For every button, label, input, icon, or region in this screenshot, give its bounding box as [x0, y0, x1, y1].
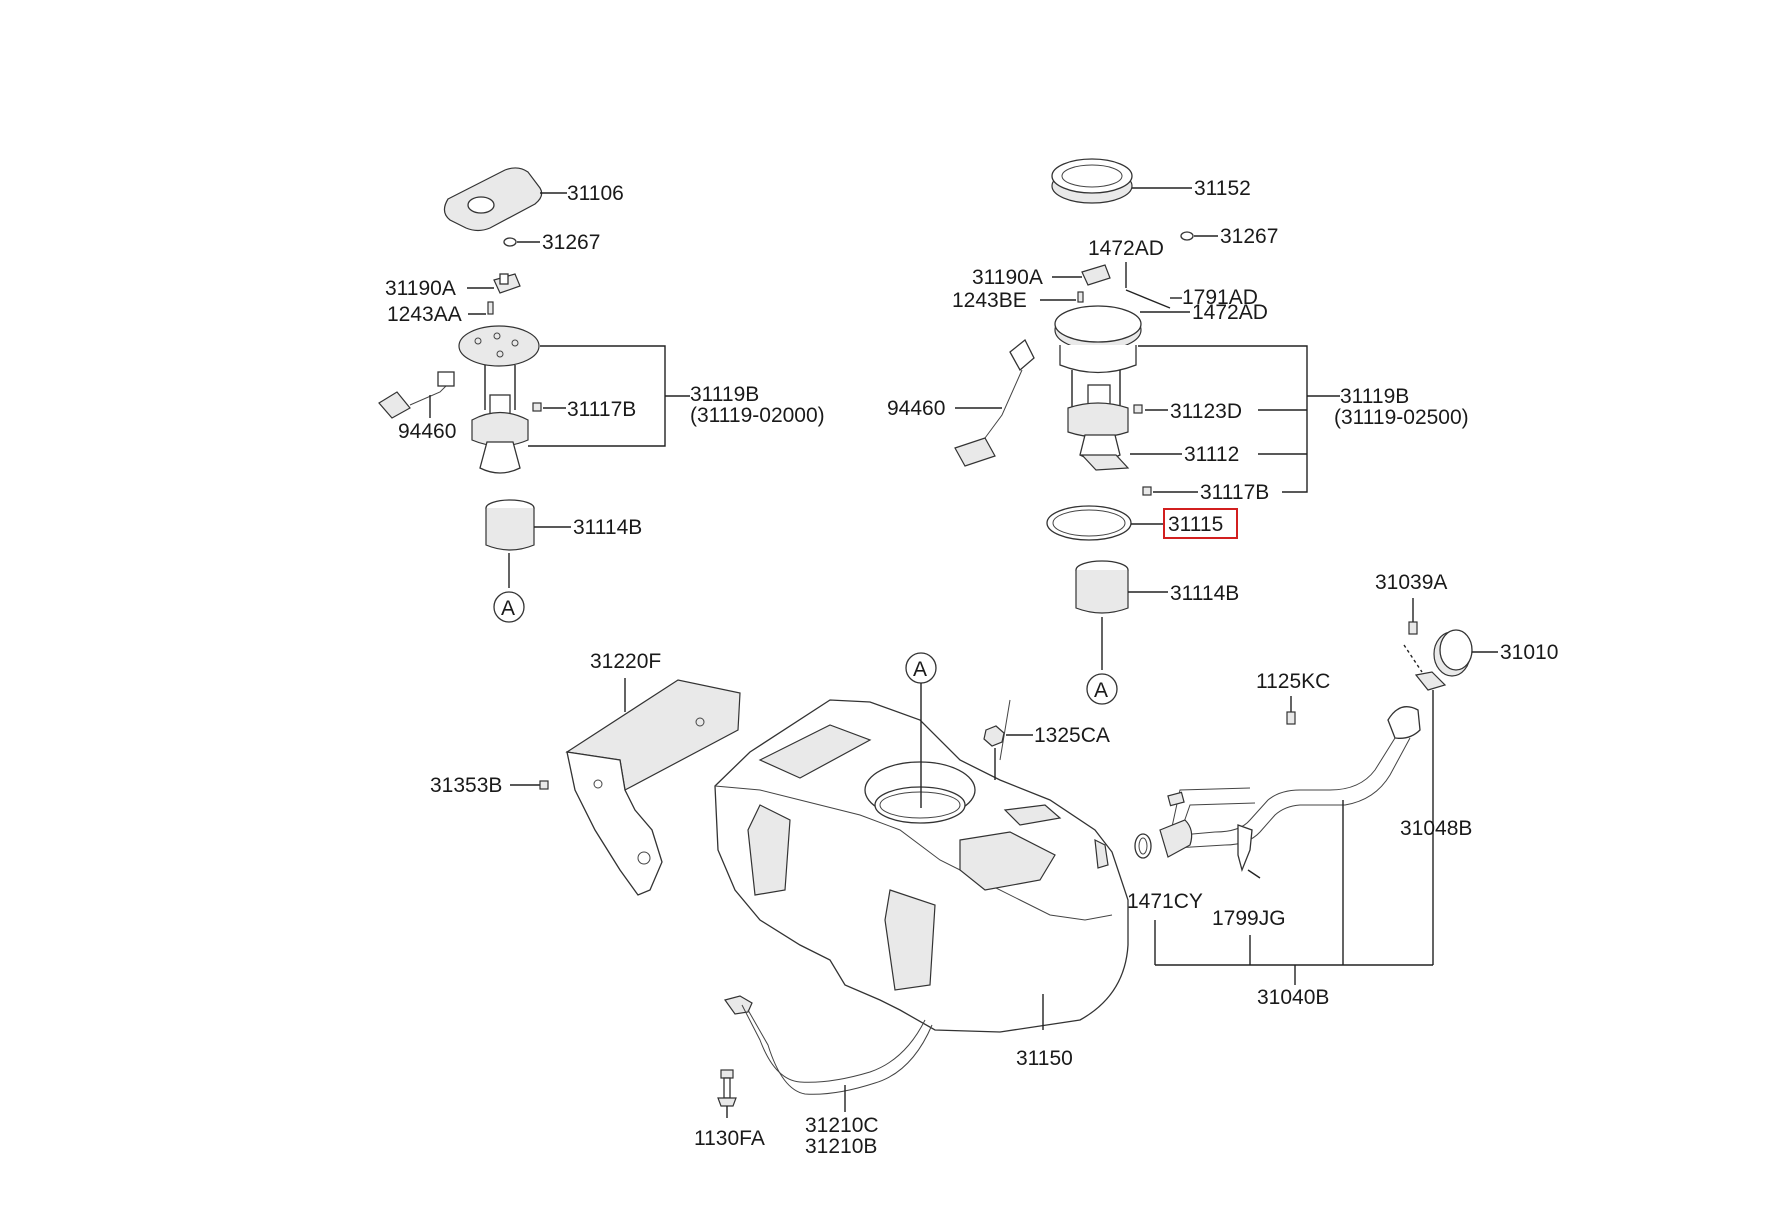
label-31119b-left-sub: (31119-02000)	[690, 404, 825, 427]
hose-clamp-icon	[1134, 819, 1193, 859]
label-94460-left: 94460	[398, 420, 456, 443]
label-31115: 31115	[1168, 513, 1223, 536]
filler-group: 31039A 31010 1125KC 31048B	[1127, 571, 1558, 1009]
reference-marker-a	[493, 591, 525, 623]
label-31112: 31112	[1184, 443, 1239, 466]
fuel-pump-assembly-icon	[378, 325, 540, 474]
label-31114b-left: 31114B	[573, 516, 642, 539]
vent-tube-icon	[1125, 289, 1182, 309]
label-a-tank: A	[913, 658, 927, 681]
label-a-right: A	[1094, 679, 1108, 702]
label-31210b: 31210B	[805, 1135, 877, 1158]
label-1799jg: 1799JG	[1212, 907, 1286, 930]
right-pump-group: 31152 31267 1472AD 31190A 1791AD 1243BE …	[887, 158, 1469, 705]
clip-icon	[1133, 404, 1168, 414]
label-31117b-left: 31117B	[567, 398, 636, 421]
fuel-pump-assembly-icon	[1054, 305, 1142, 471]
clip-icon	[532, 402, 566, 412]
gasket-ring-icon	[1046, 505, 1164, 541]
screw-icon	[1040, 291, 1084, 303]
label-1243aa: 1243AA	[387, 303, 462, 326]
left-pump-group: 31106 31267 31190A 1243AA	[378, 167, 825, 623]
label-1472ad-bottom: 1472AD	[1192, 301, 1268, 324]
label-31119b-left: 31119B	[690, 383, 759, 406]
pump-sleeve-icon	[485, 499, 571, 588]
label-31267-right: 31267	[1220, 225, 1278, 248]
reference-marker-a	[1086, 673, 1118, 705]
screw-icon	[1408, 621, 1418, 635]
bolt-icon	[717, 1069, 737, 1118]
label-1472ad-top: 1472AD	[1088, 237, 1164, 260]
label-31210c: 31210C	[805, 1114, 879, 1137]
bracket-line	[528, 345, 666, 447]
label-a-left: A	[501, 597, 515, 620]
fuel-cap-icon	[1433, 629, 1498, 677]
screw-icon	[1286, 711, 1296, 725]
label-31119b-right: 31119B	[1340, 385, 1409, 408]
label-31267-left: 31267	[542, 231, 600, 254]
strap-clip-icon	[1237, 824, 1261, 879]
o-ring-icon	[1180, 231, 1218, 241]
screw-icon	[468, 301, 494, 315]
label-1125kc: 1125KC	[1256, 670, 1330, 693]
label-31220f: 31220F	[590, 650, 661, 673]
label-31190a-left: 31190A	[385, 277, 456, 300]
clip-icon	[1142, 486, 1198, 496]
label-31152: 31152	[1194, 177, 1251, 200]
label-31123d: 31123D	[1170, 400, 1242, 423]
filler-neck-icon	[1167, 671, 1447, 849]
access-cover-icon	[443, 167, 567, 232]
label-31117b-right: 31117B	[1200, 481, 1269, 504]
label-1325ca: 1325CA	[1034, 724, 1110, 747]
label-1243be: 1243BE	[952, 289, 1027, 312]
label-1791ad: 1791AD	[1182, 286, 1258, 309]
connector-icon	[467, 273, 521, 294]
fuel-sender-icon	[954, 338, 1035, 467]
label-1471cy: 1471CY	[1127, 890, 1203, 913]
label-31150: 31150	[1016, 1047, 1073, 1070]
label-31190a-right: 31190A	[972, 266, 1043, 289]
o-ring-icon	[503, 237, 540, 247]
label-31353b: 31353B	[430, 774, 502, 797]
label-31039a: 31039A	[1375, 571, 1447, 594]
label-31114b-right: 31114B	[1170, 582, 1239, 605]
pump-sleeve-icon	[1075, 560, 1168, 670]
label-31010: 31010	[1500, 641, 1558, 664]
heat-shield-group: 31220F 31353B	[430, 650, 741, 896]
label-31040b: 31040B	[1257, 986, 1329, 1009]
tank-strap-icon	[724, 995, 933, 1112]
fuel-tank-icon	[714, 699, 1129, 1033]
screw-icon	[539, 780, 549, 790]
label-31119b-right-sub: (31119-02500)	[1334, 406, 1469, 429]
label-31048b: 31048B	[1400, 817, 1472, 840]
label-1130fa: 1130FA	[694, 1127, 765, 1150]
lock-ring-icon	[1051, 158, 1192, 204]
connector-icon	[1052, 264, 1111, 286]
label-94460-right: 94460	[887, 397, 945, 420]
bracket-line	[1138, 345, 1308, 493]
label-31106: 31106	[567, 182, 624, 205]
highlight-box-31115	[1163, 508, 1238, 539]
nut-icon	[983, 725, 1033, 780]
